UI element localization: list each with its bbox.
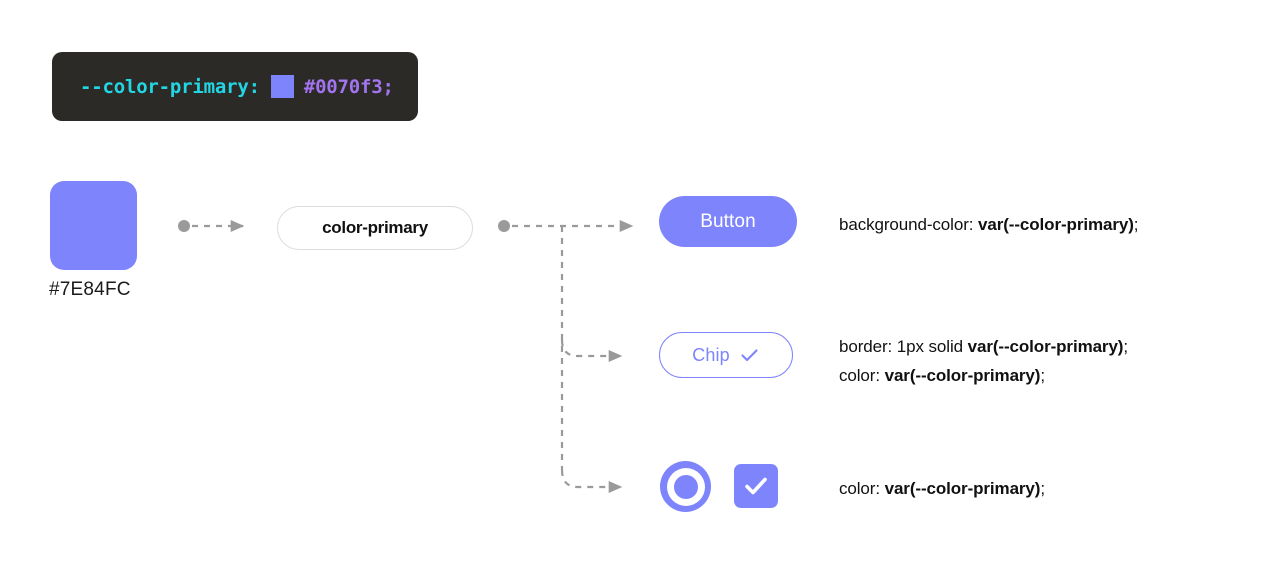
annotation-prefix: border: 1px solid — [839, 337, 968, 356]
checkbox-checked-icon[interactable] — [734, 464, 778, 508]
check-icon — [741, 348, 758, 361]
annotation-chip: border: 1px solid var(--color-primary); … — [839, 332, 1128, 390]
demo-button-label: Button — [700, 210, 756, 232]
annotation-prefix: color: — [839, 479, 885, 498]
connector-start-dot-token — [498, 220, 510, 232]
annotation-suffix: ; — [1123, 337, 1128, 356]
annotation-bold: var(--color-primary) — [967, 337, 1124, 356]
radio-inner-gap — [666, 467, 705, 506]
design-token-label: color-primary — [322, 218, 428, 237]
annotation-line: background-color: var(--color-primary); — [839, 210, 1138, 239]
connector-start-dot-source — [178, 220, 190, 232]
radio-selected-icon[interactable] — [660, 461, 711, 512]
checkbox-check-icon — [745, 477, 767, 495]
source-color-swatch — [50, 181, 137, 270]
css-variable-value: #0070f3; — [303, 75, 394, 98]
annotation-button: background-color: var(--color-primary); — [839, 210, 1138, 239]
css-variable-name: --color-primary: — [80, 75, 260, 98]
annotation-toggles: color: var(--color-primary); — [839, 474, 1045, 503]
css-variable-code-block: --color-primary: #0070f3; — [52, 52, 418, 121]
demo-chip[interactable]: Chip — [659, 332, 793, 378]
demo-button[interactable]: Button — [659, 196, 797, 247]
connector-trunk-to-chip — [560, 339, 623, 362]
design-token-pill[interactable]: color-primary — [277, 206, 473, 250]
source-color-hex-label: #7E84FC — [49, 279, 131, 300]
connector-trunk-to-toggles — [560, 469, 623, 493]
demo-chip-label: Chip — [692, 344, 730, 365]
annotation-bold: var(--color-primary) — [978, 215, 1134, 234]
annotation-line: border: 1px solid var(--color-primary); — [839, 332, 1128, 361]
annotation-line: color: var(--color-primary); — [839, 361, 1128, 390]
annotation-bold: var(--color-primary) — [884, 479, 1041, 498]
annotation-prefix: color: — [839, 366, 885, 385]
annotation-suffix: ; — [1133, 215, 1139, 234]
inline-color-swatch — [270, 75, 294, 98]
annotation-suffix: ; — [1040, 479, 1045, 498]
annotation-prefix: background-color: — [839, 215, 978, 234]
annotation-suffix: ; — [1040, 366, 1045, 385]
radio-inner-dot — [673, 474, 698, 499]
annotation-bold: var(--color-primary) — [884, 366, 1041, 385]
annotation-line: color: var(--color-primary); — [839, 474, 1045, 503]
